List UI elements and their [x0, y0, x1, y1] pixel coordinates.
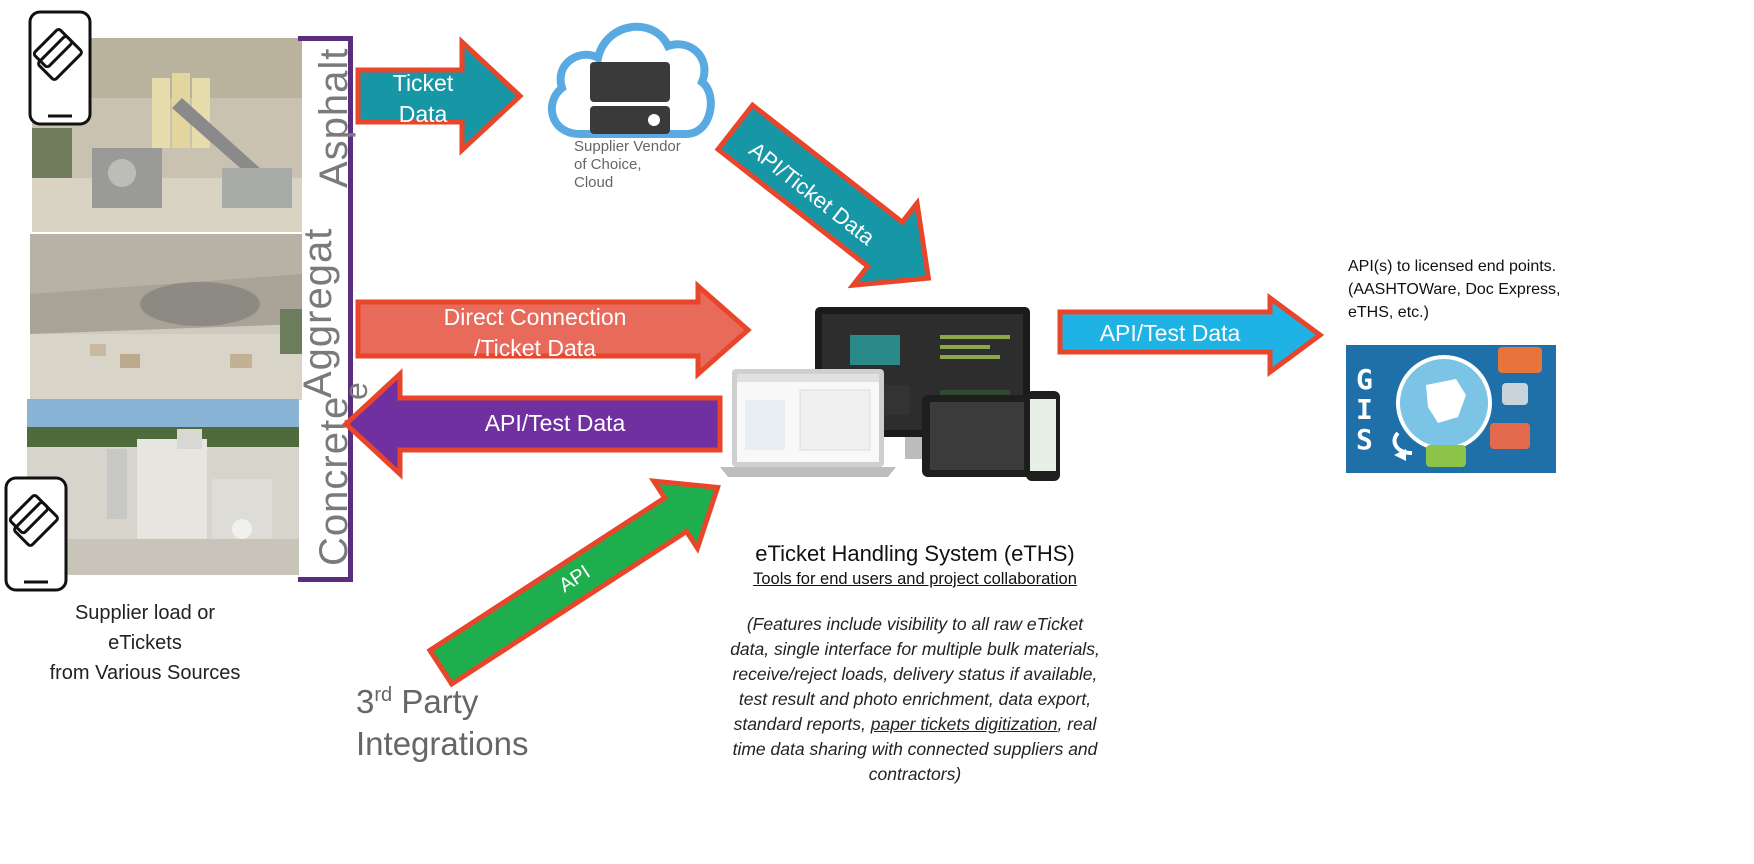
third-party-sup: rd: [374, 684, 393, 706]
cloud-caption-line3: Cloud: [574, 174, 614, 191]
eths-subtitle: Tools for end users and project collabor…: [753, 570, 1077, 588]
third-party-integrations: 3rd Party Integrations: [356, 674, 528, 765]
ticket-data-label-line1: Ticket: [392, 70, 454, 96]
aggregate-quarry-image: [30, 234, 302, 400]
eths-features-tail: , real time data sharing with connected …: [732, 714, 1098, 784]
gis-graphic: G I S: [1346, 345, 1556, 478]
gis-letter-i: I: [1356, 393, 1373, 426]
mobile-ticket-icon-bottom: [4, 476, 68, 597]
third-party-line2: Integrations: [356, 725, 529, 762]
endpoints-caption-line2: (AASHTOWare, Doc Express,: [1348, 281, 1561, 298]
eths-title: eTicket Handling System (eTHS): [755, 541, 1075, 566]
api-ticket-data-arrow: [714, 101, 932, 289]
ticket-data-arrow: [355, 36, 524, 156]
gis-image: [1346, 345, 1556, 473]
direct-connection-label-line2: /Ticket Data: [474, 335, 596, 361]
direct-connection-arrow: [355, 280, 752, 380]
direct-connection-label-line1: Direct Connection: [443, 304, 627, 330]
concrete-plant-photo: [27, 399, 299, 575]
endpoints-caption-line1: API(s) to licensed end points.: [1348, 258, 1557, 275]
endpoints-caption: API(s) to licensed end points. (AASHTOWa…: [1348, 255, 1561, 324]
api-arrow: [426, 478, 721, 688]
supplier-caption-line1: Supplier load or: [74, 602, 216, 624]
eths-features: (Features include visibility to all raw …: [730, 612, 1100, 787]
cloud-server-icon: [540, 2, 720, 147]
eths-devices-mockup: [700, 305, 1070, 500]
third-party-suffix: Party: [392, 683, 479, 720]
eths-features-link: paper tickets digitization: [870, 714, 1058, 734]
third-party-prefix: 3: [356, 683, 375, 720]
ticket-data-label: Ticket Data: [368, 68, 478, 130]
supplier-bracket: [298, 36, 353, 582]
direct-connection-label: Direct Connection /Ticket Data: [410, 302, 660, 364]
asphalt-plant-image: [32, 38, 302, 232]
supplier-caption-line2: eTickets: [108, 632, 182, 654]
aggregate-quarry-photo: [30, 234, 302, 400]
ticket-data-label-line2: Data: [398, 101, 448, 127]
concrete-plant-image: [27, 399, 299, 575]
api-test-data-right-label: API/Test Data: [1099, 320, 1241, 346]
mobile-ticket-icon-top: [28, 10, 92, 131]
cloud-caption: Supplier Vendor of Choice, Cloud: [574, 138, 681, 192]
api-test-data-left-label: API/Test Data: [484, 410, 626, 436]
supplier-caption: Supplier load or eTickets from Various S…: [20, 598, 270, 688]
gis-letter-s: S: [1356, 423, 1373, 456]
supplier-caption-line3: from Various Sources: [49, 662, 241, 684]
endpoints-caption-line3: eTHS, etc.): [1348, 304, 1429, 321]
cloud-caption-line2: of Choice,: [574, 156, 642, 173]
third-party-line1: 3rd Party: [356, 674, 528, 723]
gis-letter-g: G: [1356, 363, 1373, 396]
api-test-data-left-arrow: [342, 368, 723, 480]
eths-features-text: (Features include visibility to all raw …: [730, 614, 1100, 734]
cloud-caption-line1: Supplier Vendor: [574, 138, 681, 155]
asphalt-plant-photo: [32, 38, 302, 232]
api-test-data-right-arrow: [1057, 293, 1325, 377]
